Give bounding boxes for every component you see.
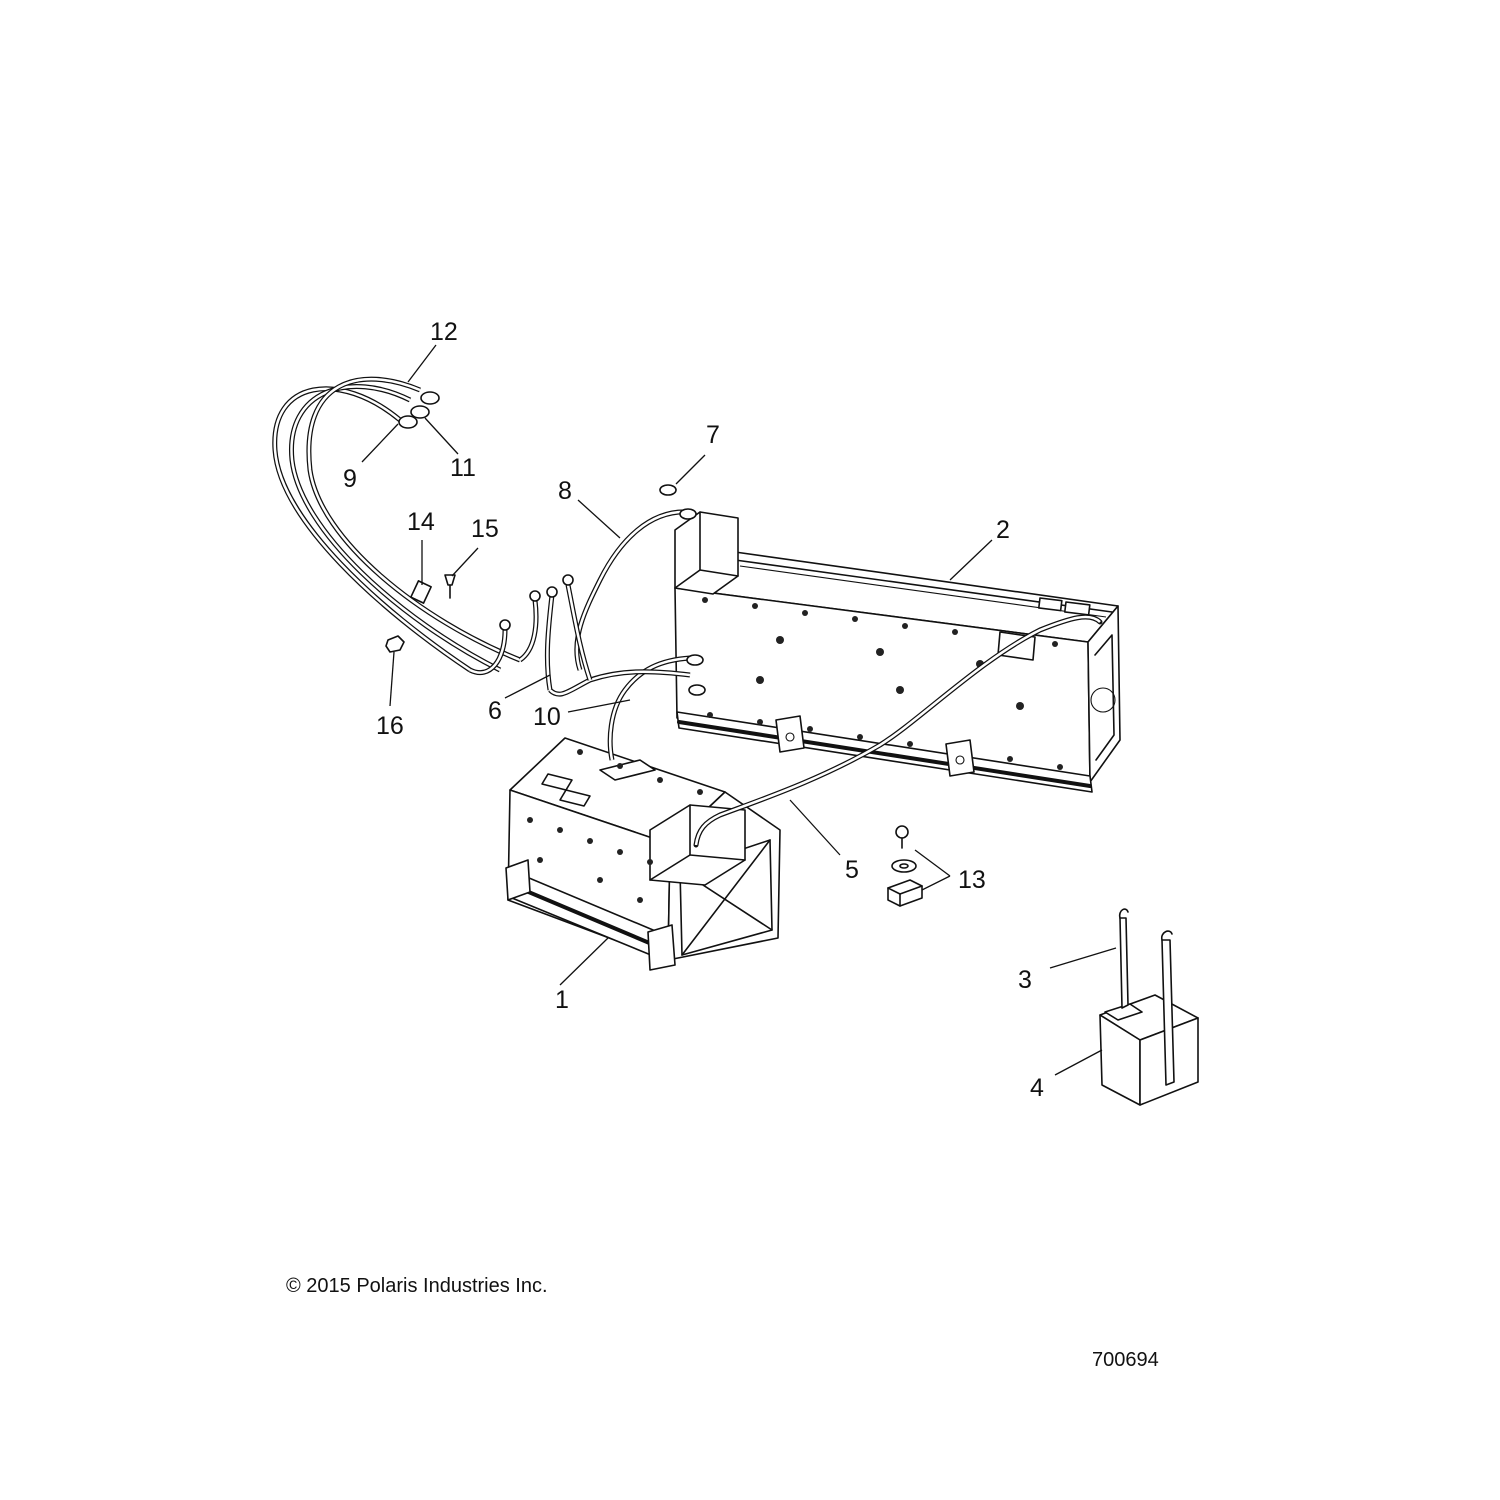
callout-5: 5 xyxy=(845,856,859,884)
callout-7: 7 xyxy=(706,421,720,449)
callout-1: 1 xyxy=(555,986,569,1014)
auxiliary-battery-4 xyxy=(1099,994,1199,1106)
rivet-15 xyxy=(444,574,456,599)
callout-6: 6 xyxy=(488,697,502,725)
cable-harness xyxy=(272,376,1103,848)
callout-13: 13 xyxy=(958,866,986,894)
module-2-rivets xyxy=(702,597,1063,770)
copyright-notice: © 2015 Polaris Industries Inc. xyxy=(286,1275,548,1297)
callout-16: 16 xyxy=(376,712,404,740)
callout-10: 10 xyxy=(533,703,561,731)
callout-8: 8 xyxy=(558,477,572,505)
battery-strap-3 xyxy=(1118,908,1175,1086)
callout-2: 2 xyxy=(996,516,1010,544)
callout-4: 4 xyxy=(1030,1074,1044,1102)
callout-14: 14 xyxy=(407,508,435,536)
leader-lines xyxy=(361,344,1117,1076)
callout-15: 15 xyxy=(471,515,499,543)
clip-14 xyxy=(410,580,432,604)
callout-11: 11 xyxy=(450,454,476,482)
module-1-rivets xyxy=(527,749,703,903)
battery-module-1 xyxy=(505,737,781,971)
hardware-13 xyxy=(887,825,923,907)
callout-12: 12 xyxy=(430,318,458,346)
nut-16 xyxy=(385,635,405,653)
battery-module-2 xyxy=(674,511,1121,793)
callout-3: 3 xyxy=(1018,966,1032,994)
callout-labels: 1 2 3 4 5 6 7 8 9 10 11 12 13 14 15 16 xyxy=(343,318,1044,1102)
callout-9: 9 xyxy=(343,465,357,493)
ring-terminals xyxy=(398,391,706,696)
figure-number: 700694 xyxy=(1092,1349,1159,1371)
